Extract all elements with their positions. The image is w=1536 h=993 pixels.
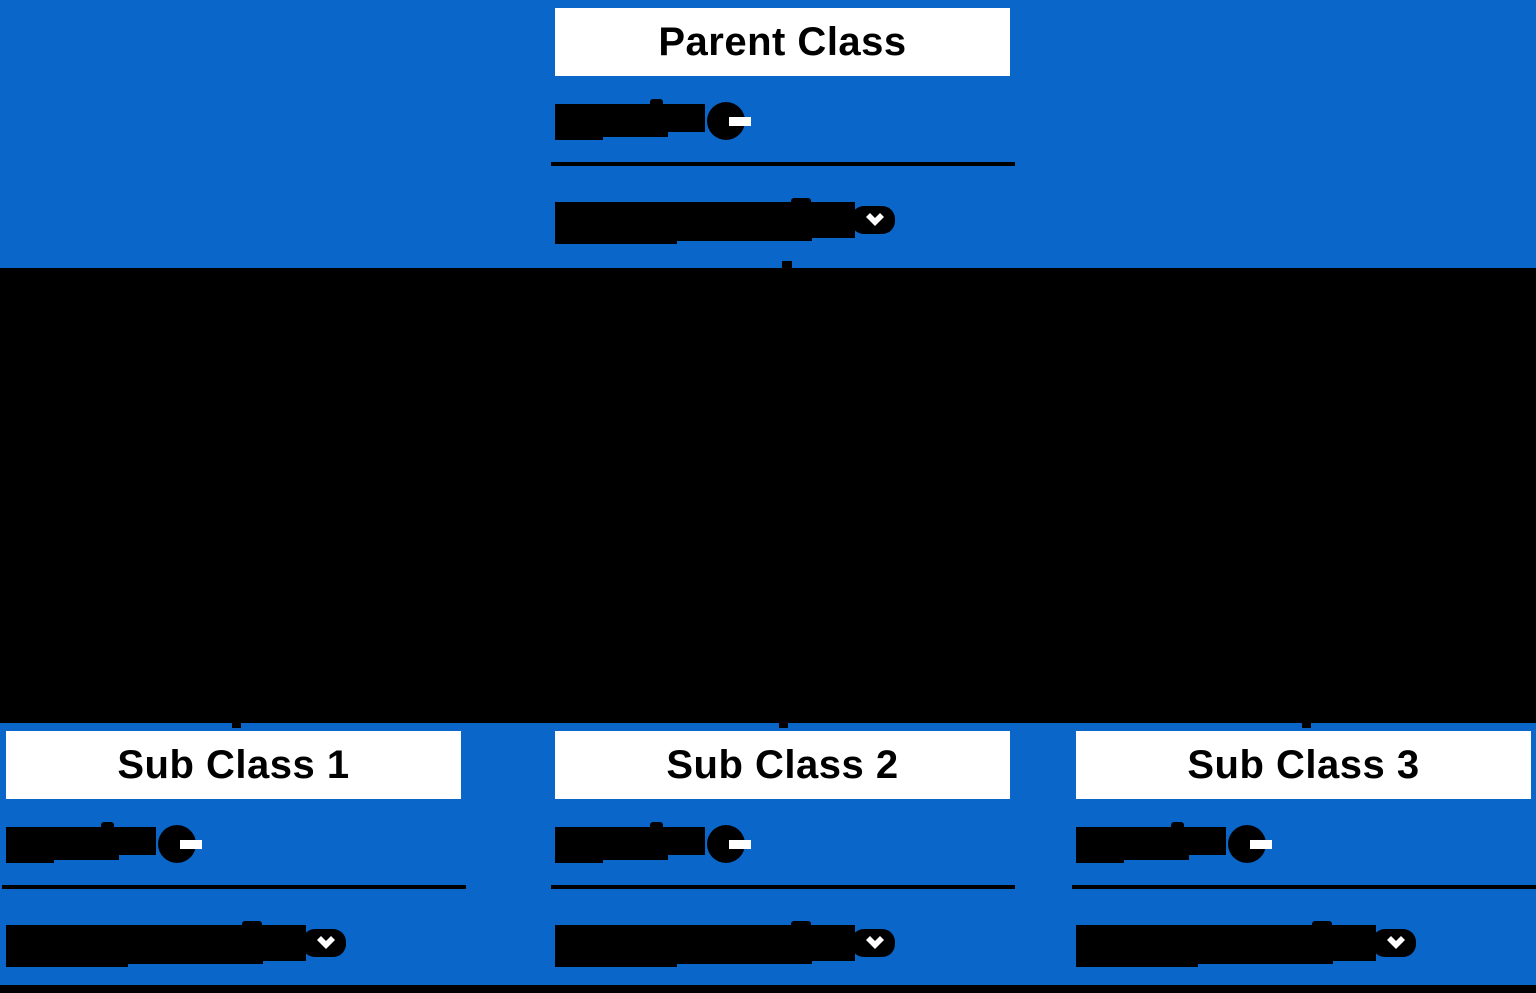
attributes-methods-divider — [551, 885, 1015, 889]
attributes-methods-divider — [1072, 885, 1536, 889]
class-node-sub3: Sub Class 3 — [1072, 723, 1536, 985]
attributes-methods-divider — [551, 162, 1015, 166]
sub-class-1-header: Sub Class 1 — [6, 731, 461, 799]
redacted-attributes-text — [555, 822, 751, 863]
sub-class-2-title: Sub Class 2 — [666, 742, 899, 787]
connector-line-stub-sub3 — [1302, 723, 1311, 728]
redacted-attributes-text — [1076, 822, 1272, 863]
sub-class-1-title: Sub Class 1 — [117, 742, 350, 787]
sub-class-3-title: Sub Class 3 — [1187, 742, 1420, 787]
class-node-sub1: Sub Class 1 — [2, 723, 466, 985]
parent-class-header: Parent Class — [555, 8, 1010, 76]
redacted-methods-text — [555, 198, 895, 244]
class-node-sub2: Sub Class 2 — [551, 723, 1015, 985]
redacted-attributes-text — [6, 822, 202, 863]
attributes-methods-divider — [2, 885, 466, 889]
sub-class-2-header: Sub Class 2 — [555, 731, 1010, 799]
connector-line-stub-parent — [782, 261, 792, 268]
redacted-attributes-text — [555, 99, 751, 140]
redacted-methods-text — [555, 921, 895, 967]
connector-line-stub-sub1 — [232, 723, 241, 728]
class-node-parent: Parent Class — [551, 0, 1015, 262]
connector-line-stub-sub2 — [779, 723, 788, 728]
redacted-methods-text — [6, 921, 346, 967]
redacted-methods-text — [1076, 921, 1416, 967]
parent-class-title: Parent Class — [658, 19, 907, 64]
sub-class-3-header: Sub Class 3 — [1076, 731, 1531, 799]
